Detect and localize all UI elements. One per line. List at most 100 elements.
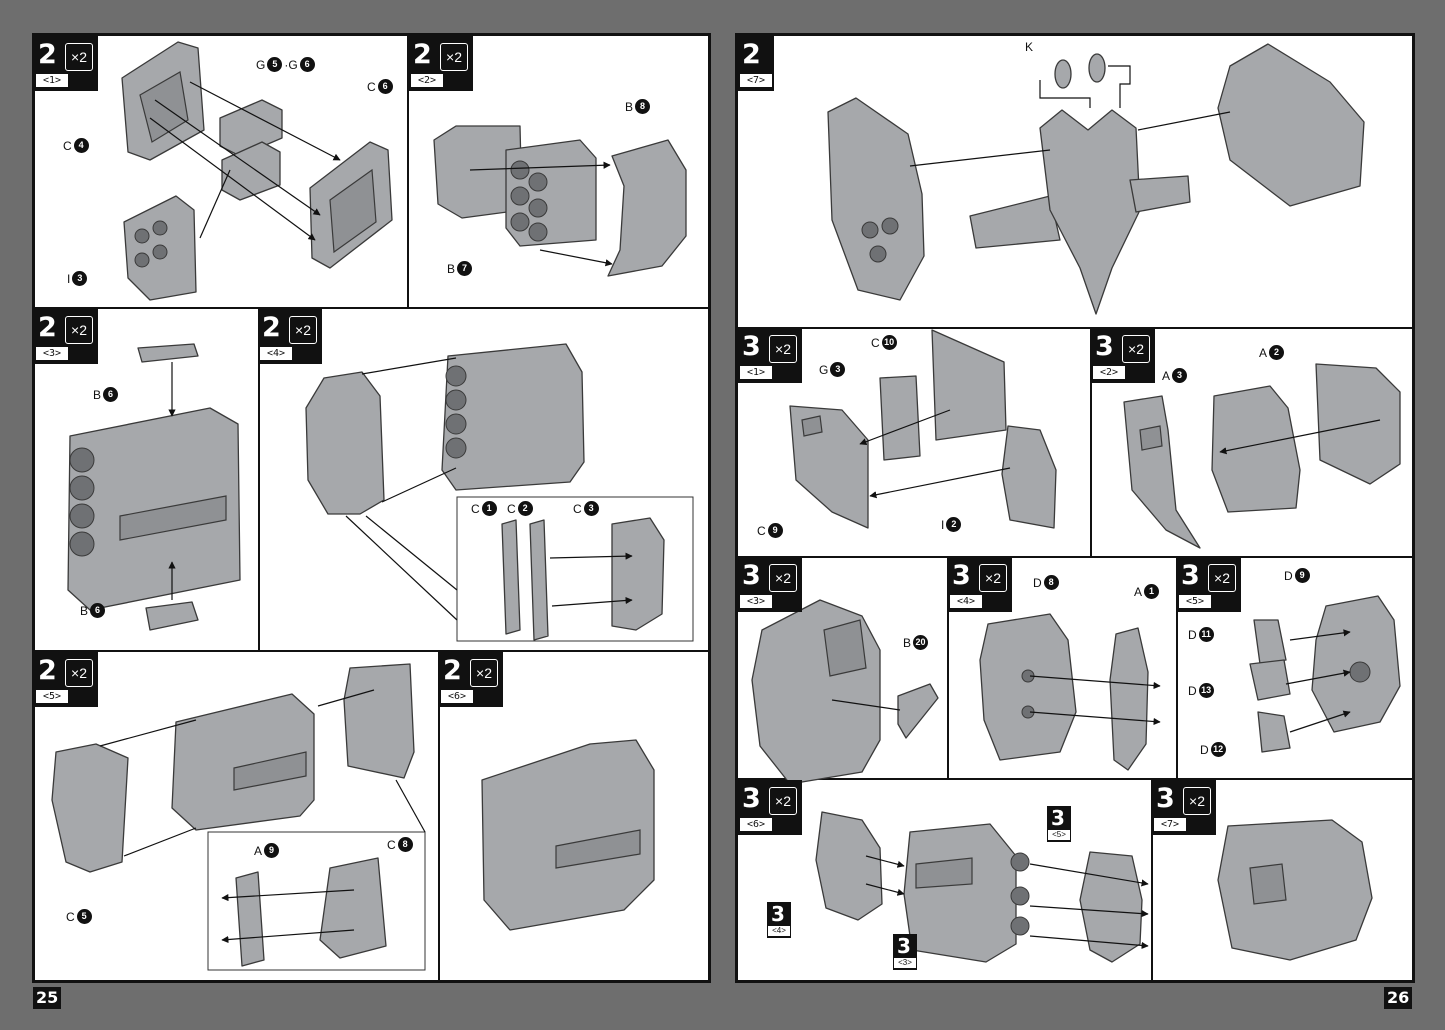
step-number: 3: [742, 783, 761, 814]
part-group-l5: [51, 663, 426, 971]
step-reference-number: 3: [771, 902, 785, 926]
part-number: 1: [1144, 584, 1160, 599]
step-number: 2: [38, 312, 57, 343]
part-letter: D: [1200, 742, 1209, 757]
step-badge: 2 ×2 <6>: [439, 652, 503, 707]
panel-divider: [35, 307, 708, 309]
part-number: 6: [377, 79, 393, 94]
step-substep: <7>: [740, 74, 772, 87]
step-multiplier: ×2: [470, 659, 498, 687]
part-letter: ·G: [284, 57, 298, 72]
panel-divider: [947, 557, 949, 779]
step-multiplier: ×2: [769, 335, 797, 363]
step-substep: <3>: [36, 347, 68, 360]
step-multiplier: ×2: [289, 316, 317, 344]
part-letter: D: [1033, 575, 1042, 590]
step-badge: 2 <7>: [738, 36, 774, 91]
part-number: 4: [73, 138, 89, 153]
step-multiplier: ×2: [1208, 564, 1236, 592]
part-letter: I: [67, 271, 71, 286]
step-badge: 3 ×2 <7>: [1152, 780, 1216, 835]
panel-divider: [738, 778, 1412, 780]
step-multiplier: ×2: [440, 43, 468, 71]
part-letter: C: [387, 837, 396, 852]
part-number: 8: [635, 99, 651, 114]
part-letter: C: [471, 501, 480, 516]
part-number: 3: [72, 271, 88, 286]
part-number: 2: [946, 517, 962, 532]
part-group-l6: [481, 739, 655, 931]
step-multiplier: ×2: [979, 564, 1007, 592]
part-number: 3: [830, 362, 846, 377]
part-letter: G: [256, 57, 266, 72]
part-number: 1: [481, 501, 497, 516]
step-badge: 3 ×2 <1>: [738, 328, 802, 383]
step-reference: 3 <3>: [893, 934, 917, 970]
part-letter: B: [80, 603, 89, 618]
step-reference-sub: <4>: [768, 926, 790, 936]
part-group-r34: [979, 613, 1161, 771]
part-letter: C: [757, 523, 766, 538]
step-number: 2: [38, 39, 57, 70]
step-number: 2: [443, 655, 462, 686]
part-number: 12: [1210, 742, 1226, 757]
part-letter: A: [254, 843, 263, 858]
part-number: 8: [397, 837, 413, 852]
step-badge: 3 ×2 <6>: [738, 780, 802, 835]
step-badge: 2 ×2 <2>: [409, 36, 473, 91]
step-multiplier: ×2: [1183, 787, 1211, 815]
part-letter: B: [903, 635, 912, 650]
step-number: 3: [952, 560, 971, 591]
part-number: 11: [1198, 627, 1214, 642]
part-number: 13: [1198, 683, 1214, 698]
part-letter: I: [941, 517, 945, 532]
part-group-r35: [1249, 595, 1401, 753]
step-multiplier: ×2: [1122, 335, 1150, 363]
panel-divider: [407, 36, 409, 308]
part-number: 6: [299, 57, 315, 72]
step-reference: 3 <4>: [767, 902, 791, 938]
step-reference: 3 <5>: [1047, 806, 1071, 842]
step-substep: <4>: [950, 595, 982, 608]
step-reference-number: 3: [1051, 806, 1065, 830]
part-number: 2: [517, 501, 533, 516]
step-multiplier: ×2: [769, 787, 797, 815]
step-badge: 3 ×2 <5>: [1177, 557, 1241, 612]
step-substep: <5>: [1179, 595, 1211, 608]
step-number: 3: [742, 560, 761, 591]
step-badge: 3 ×2 <4>: [948, 557, 1012, 612]
part-number: 3: [583, 501, 599, 516]
panel-divider: [738, 556, 1412, 558]
part-letter: C: [66, 909, 75, 924]
panel-divider: [738, 327, 1412, 329]
panel-divider: [1090, 328, 1092, 557]
part-number: 9: [767, 523, 783, 538]
part-letter: C: [573, 501, 582, 516]
step-multiplier: ×2: [769, 564, 797, 592]
part-letter: C: [507, 501, 516, 516]
step-substep: <2>: [1093, 366, 1125, 379]
part-group-r31: [789, 329, 1057, 529]
part-number: 9: [264, 843, 280, 858]
part-number: 6: [90, 603, 106, 618]
step-substep: <1>: [740, 366, 772, 379]
panel-divider: [1151, 779, 1153, 981]
